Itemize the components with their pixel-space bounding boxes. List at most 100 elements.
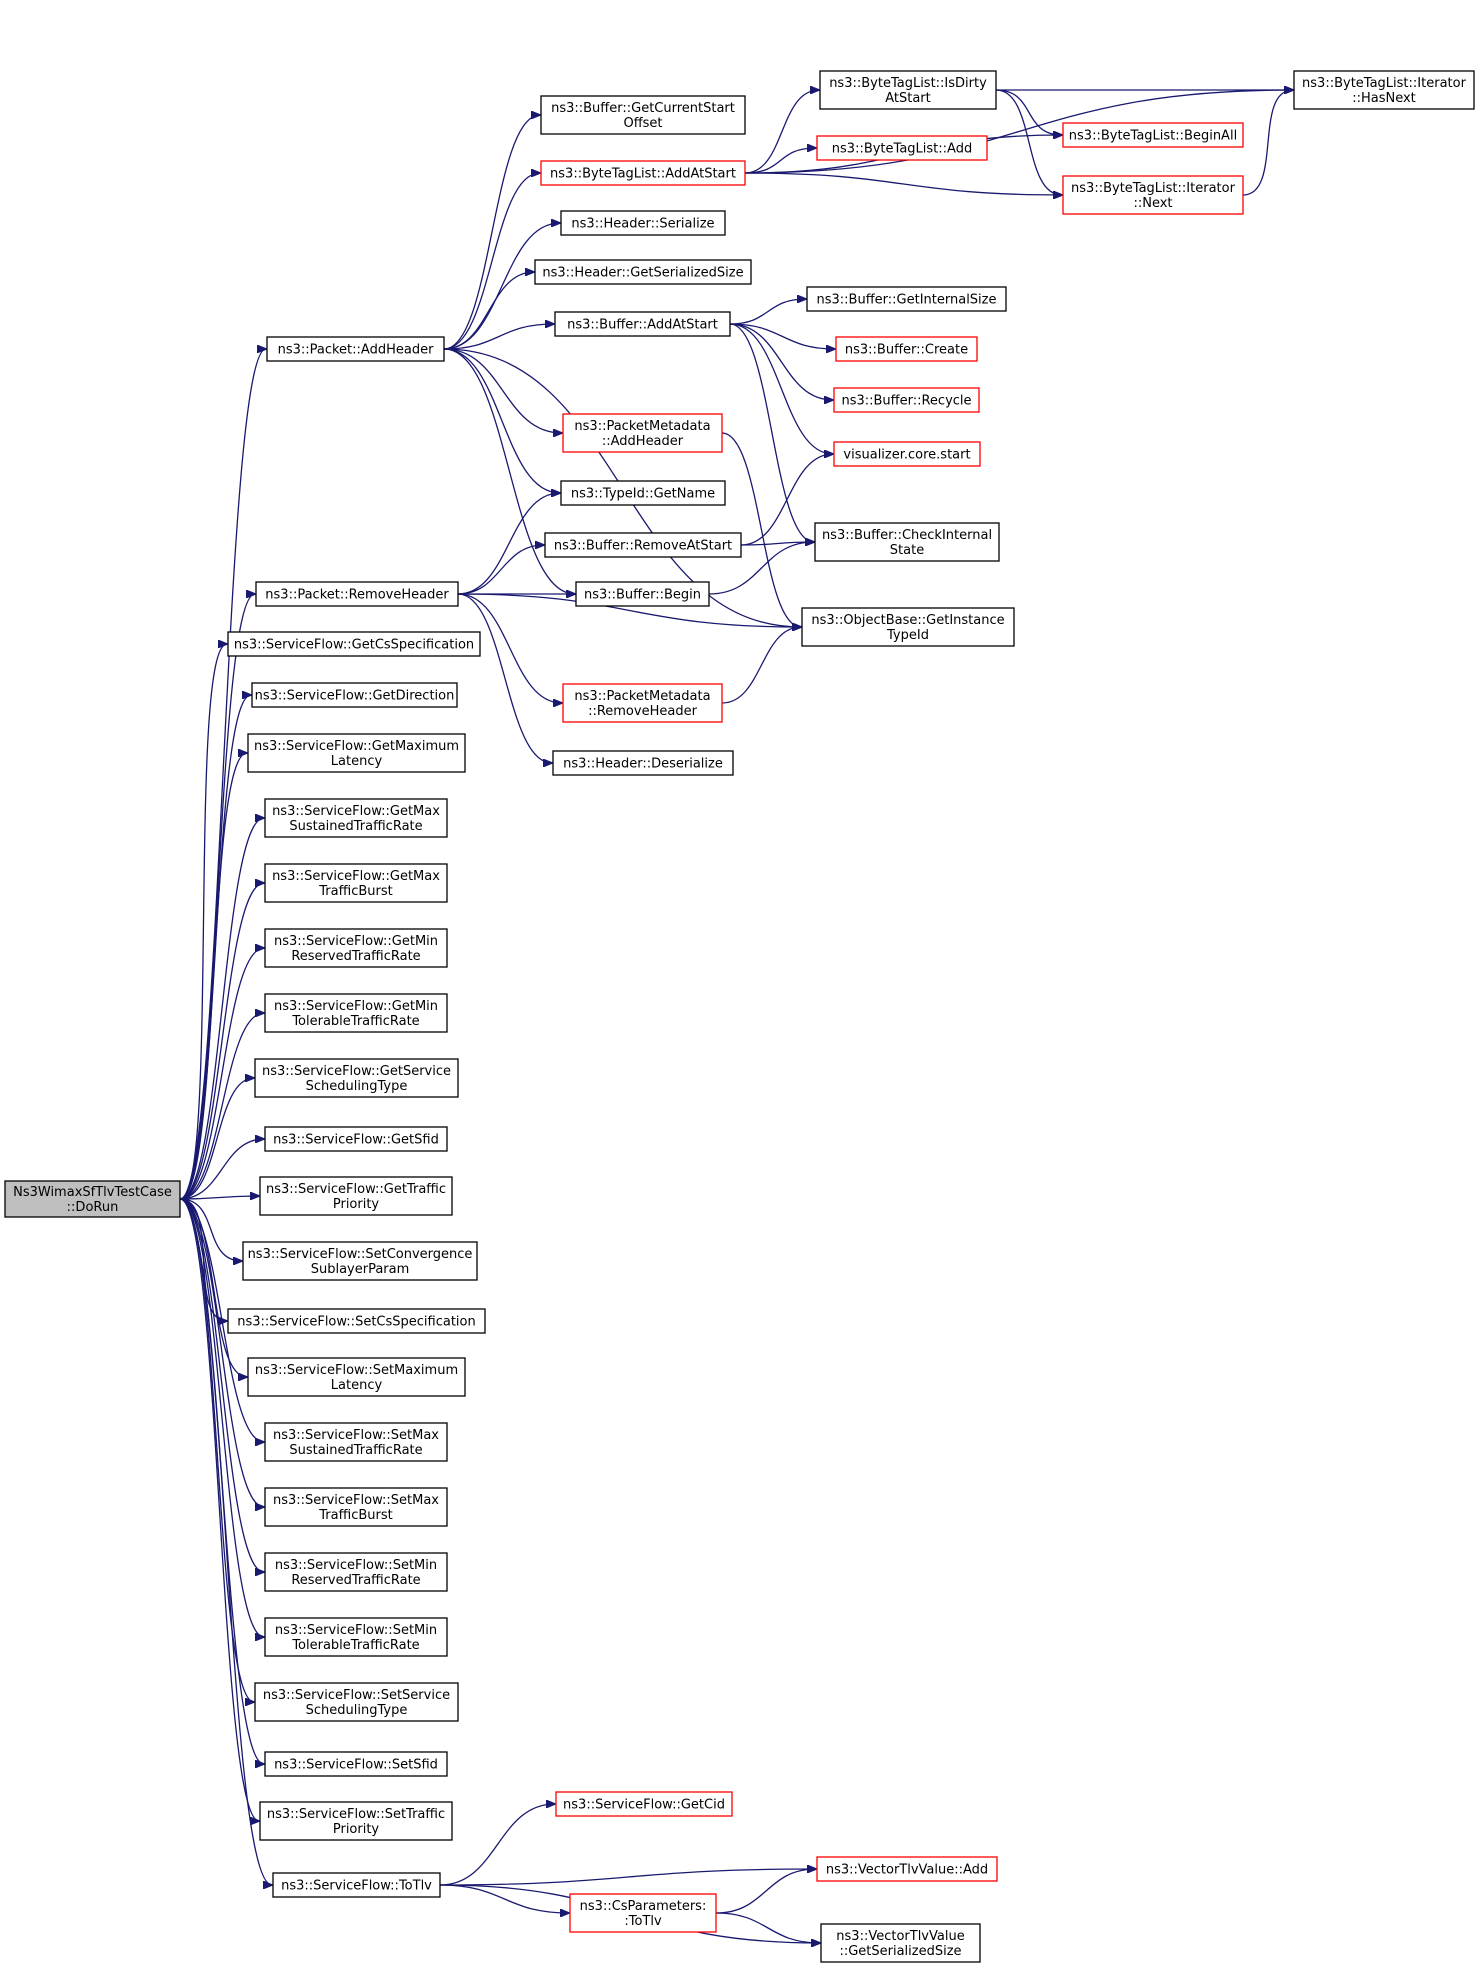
node-box	[816, 135, 988, 161]
node-box	[264, 1552, 448, 1592]
node-viz-start[interactable]: visualizer.core.start	[833, 441, 981, 467]
node-vec-tlv-add[interactable]: ns3::VectorTlvValue::Add	[816, 1856, 998, 1882]
node-label: ns3::PacketMetadata	[574, 689, 710, 704]
node-btl-iter-has-next[interactable]: ns3::ByteTagList::Iterator::HasNext	[1293, 70, 1475, 110]
node-get-max-sustained[interactable]: ns3::ServiceFlow::GetMaxSustainedTraffic…	[264, 798, 448, 838]
node-get-min-reserved[interactable]: ns3::ServiceFlow::GetMinReservedTrafficR…	[264, 928, 448, 968]
edge-root-to-remove-header	[179, 594, 255, 1200]
node-pm-add-header[interactable]: ns3::PacketMetadata::AddHeader	[562, 413, 723, 453]
node-label: ns3::ServiceFlow::GetMin	[274, 934, 438, 949]
node-btl-add[interactable]: ns3::ByteTagList::Add	[816, 135, 988, 161]
node-set-sfid[interactable]: ns3::ServiceFlow::SetSfid	[264, 1751, 448, 1777]
edge-buf-add-at-start-to-buf-create	[729, 323, 835, 349]
node-label: SustainedTrafficRate	[289, 1443, 422, 1458]
node-set-convergence[interactable]: ns3::ServiceFlow::SetConvergenceSublayer…	[242, 1241, 478, 1281]
node-box	[835, 336, 978, 362]
node-label: Priority	[333, 1822, 380, 1837]
node-vec-tlv-get-ser-size[interactable]: ns3::VectorTlvValue::GetSerializedSize	[820, 1923, 981, 1963]
node-add-header[interactable]: ns3::Packet::AddHeader	[266, 336, 445, 362]
node-label: ns3::ByteTagList::IsDirty	[829, 76, 987, 91]
node-label: ns3::ServiceFlow::GetMax	[272, 804, 440, 819]
node-get-min-tolerable[interactable]: ns3::ServiceFlow::GetMinTolerableTraffic…	[264, 993, 448, 1033]
edge-cs-params-to-tlv-to-vec-tlv-add	[715, 1869, 816, 1914]
node-box	[227, 631, 481, 657]
node-remove-header[interactable]: ns3::Packet::RemoveHeader	[255, 581, 459, 607]
node-label: ns3::ByteTagList::Iterator	[1302, 76, 1467, 91]
node-sf-get-cid[interactable]: ns3::ServiceFlow::GetCid	[555, 1791, 733, 1817]
edge-root-to-set-traffic-priority	[179, 1198, 259, 1821]
node-box	[272, 1872, 441, 1898]
node-box	[264, 1487, 448, 1527]
node-set-min-tolerable[interactable]: ns3::ServiceFlow::SetMinTolerableTraffic…	[264, 1617, 448, 1657]
edge-root-to-get-cs-spec	[179, 644, 227, 1200]
node-label: Latency	[331, 1378, 383, 1393]
node-hdr-serialize[interactable]: ns3::Header::Serialize	[560, 210, 726, 236]
node-type-id-get-name[interactable]: ns3::TypeId::GetName	[560, 480, 726, 506]
node-label: ::Next	[1133, 196, 1172, 211]
edge-add-header-to-buf-begin	[443, 348, 575, 594]
node-box	[562, 413, 723, 453]
edge-root-to-get-max-burst	[179, 883, 264, 1200]
node-buf-remove-at-start[interactable]: ns3::Buffer::RemoveAtStart	[544, 532, 742, 558]
node-get-sched-type[interactable]: ns3::ServiceFlow::GetServiceSchedulingTy…	[254, 1058, 459, 1098]
node-pm-remove-header[interactable]: ns3::PacketMetadata::RemoveHeader	[562, 683, 723, 723]
node-box	[264, 863, 448, 903]
node-buf-add-at-start[interactable]: ns3::Buffer::AddAtStart	[554, 311, 731, 337]
node-set-sched-type[interactable]: ns3::ServiceFlow::SetServiceSchedulingTy…	[254, 1682, 459, 1722]
node-root[interactable]: Ns3WimaxSfTlvTestCase::DoRun	[4, 1180, 181, 1218]
node-box	[562, 683, 723, 723]
node-get-direction[interactable]: ns3::ServiceFlow::GetDirection	[251, 682, 458, 708]
node-hdr-deserialize[interactable]: ns3::Header::Deserialize	[552, 750, 734, 776]
node-label: ns3::ServiceFlow::GetMaximum	[254, 739, 459, 754]
node-label: ns3::ServiceFlow::GetCid	[563, 1798, 725, 1813]
node-label: TolerableTrafficRate	[291, 1014, 419, 1029]
node-cs-params-to-tlv[interactable]: ns3::CsParameters::ToTlv	[569, 1893, 717, 1933]
node-box	[560, 480, 726, 506]
node-to-tlv[interactable]: ns3::ServiceFlow::ToTlv	[272, 1872, 441, 1898]
node-label: ns3::ServiceFlow::GetService	[262, 1064, 451, 1079]
node-set-cs-spec[interactable]: ns3::ServiceFlow::SetCsSpecification	[227, 1308, 486, 1334]
node-label: ns3::CsParameters:	[580, 1899, 707, 1914]
node-set-min-reserved[interactable]: ns3::ServiceFlow::SetMinReservedTrafficR…	[264, 1552, 448, 1592]
edge-root-to-add-header	[179, 349, 266, 1200]
node-buf-get-internal-size[interactable]: ns3::Buffer::GetInternalSize	[806, 286, 1007, 312]
node-box	[819, 70, 997, 110]
node-label: ns3::Header::Serialize	[571, 217, 714, 232]
node-box	[259, 1176, 453, 1216]
node-box	[266, 336, 445, 362]
node-label: Ns3WimaxSfTlvTestCase	[13, 1185, 172, 1200]
node-hdr-get-ser-size[interactable]: ns3::Header::GetSerializedSize	[534, 259, 752, 285]
node-get-sfid[interactable]: ns3::ServiceFlow::GetSfid	[264, 1126, 448, 1152]
node-label: ns3::ByteTagList::AddAtStart	[550, 167, 736, 182]
node-label: Priority	[333, 1197, 380, 1212]
node-label: ns3::ServiceFlow::GetMin	[274, 999, 438, 1014]
node-get-cs-spec[interactable]: ns3::ServiceFlow::GetCsSpecification	[227, 631, 481, 657]
node-box	[259, 1801, 453, 1841]
node-label: ns3::ServiceFlow::SetCsSpecification	[237, 1315, 475, 1330]
node-box	[254, 1058, 459, 1098]
node-box	[247, 1357, 466, 1397]
node-btl-iter-next[interactable]: ns3::ByteTagList::Iterator::Next	[1062, 175, 1244, 215]
edge-root-to-get-min-tolerable	[179, 1013, 264, 1200]
node-btl-add-at-start[interactable]: ns3::ByteTagList::AddAtStart	[540, 160, 746, 186]
edge-remove-header-to-pm-remove-header	[457, 593, 562, 703]
node-buf-create[interactable]: ns3::Buffer::Create	[835, 336, 978, 362]
node-btl-begin-all[interactable]: ns3::ByteTagList::BeginAll	[1062, 122, 1244, 148]
node-label: ns3::ServiceFlow::ToTlv	[281, 1879, 432, 1894]
node-buf-recycle[interactable]: ns3::Buffer::Recycle	[833, 387, 980, 413]
node-buf-begin[interactable]: ns3::Buffer::Begin	[575, 581, 710, 607]
edge-pm-remove-header-to-obj-get-inst-type-id	[721, 627, 801, 704]
edge-root-to-set-max-burst	[179, 1198, 264, 1507]
node-label: ns3::ServiceFlow::GetDirection	[255, 689, 455, 704]
node-set-max-sustained[interactable]: ns3::ServiceFlow::SetMaxSustainedTraffic…	[264, 1422, 448, 1462]
